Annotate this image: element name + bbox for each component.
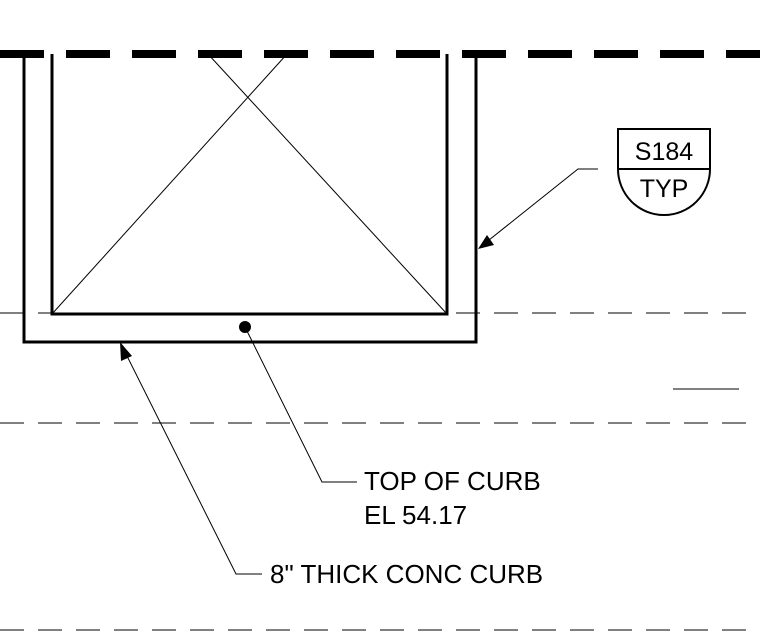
conc-curb-arrowhead	[120, 342, 132, 361]
top-of-curb-elevation: EL 54.17	[364, 500, 467, 530]
top-of-curb-leader	[244, 326, 357, 483]
conc-curb-label: 8" THICK CONC CURB	[270, 559, 543, 589]
opening-diagonal-1	[51, 53, 288, 315]
detail-tag-shape	[617, 128, 711, 216]
opening-diagonal-2	[207, 53, 448, 315]
detail-tag-number: S184	[635, 138, 693, 166]
detail-reference-tag: S184 TYP	[617, 128, 711, 216]
conc-curb-leader	[123, 349, 262, 575]
detail-tag-note: TYP	[640, 175, 689, 203]
detail-tag-arrowhead	[478, 235, 494, 249]
detail-tag-leader	[483, 168, 598, 245]
curb-inner-outline	[50, 54, 449, 316]
top-of-curb-label: TOP OF CURB	[364, 466, 541, 496]
curb-outer-outline	[22, 54, 478, 344]
